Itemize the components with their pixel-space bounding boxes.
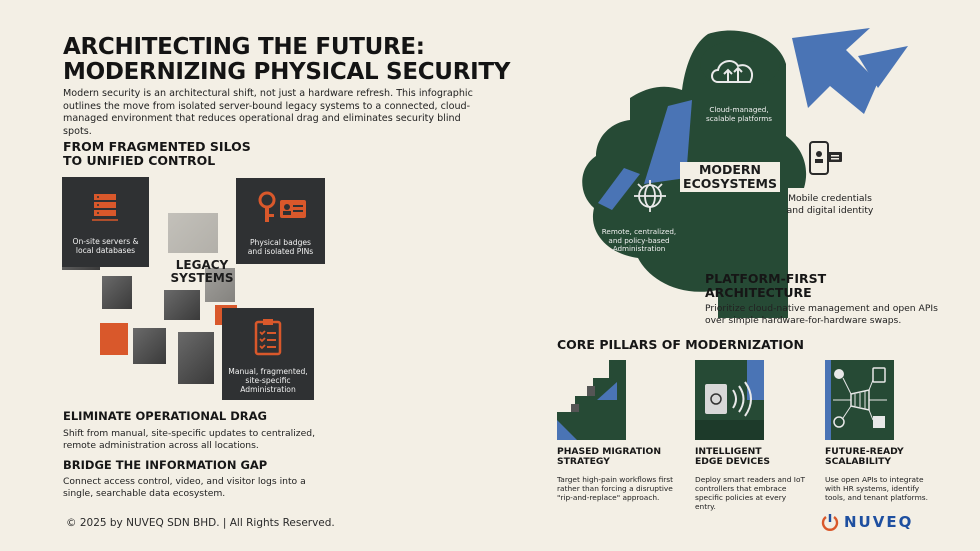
gap-text: Connect access control, video, and visit… [63, 476, 306, 499]
intro-text: Modern security is an architectural shif… [63, 88, 473, 137]
tile-line: On-site servers & [72, 237, 139, 246]
modern-label-line-1: MODERN [698, 162, 762, 177]
platform-heading-line-1: PLATFORM-FIRST [705, 271, 827, 286]
orange-fragment [100, 323, 128, 355]
remote-caption: Remote, centralized, and policy-based Ad… [596, 227, 682, 254]
legacy-label-line-2: SYSTEMS [170, 271, 234, 285]
tile-line: local databases [75, 246, 136, 255]
phased-migration-image [557, 360, 626, 440]
blue-chevron-shape [792, 28, 878, 114]
copyright-text: © 2025 by NUVEQ SDN BHD. | All Rights Re… [66, 517, 335, 529]
fragment-tile [164, 290, 200, 320]
power-logo-icon [821, 514, 839, 531]
fragment-tile [102, 276, 132, 309]
pillar-title-line: INTELLIGENT [695, 446, 762, 457]
platform-heading-line-2: ARCHITECTURE [705, 285, 812, 300]
modern-label-line-2: ECOSYSTEMS [683, 176, 777, 191]
pillar-title: PHASED MIGRATION STRATEGY [557, 447, 661, 467]
legacy-tile-badges: Physical badges and isolated PINs [236, 178, 325, 264]
mobile-credential-icon [809, 141, 842, 175]
legacy-heading-line-1: FROM FRAGMENTED SILOS [63, 139, 251, 154]
gap-heading: BRIDGE THE INFORMATION GAP [63, 458, 268, 472]
blue-band-shape [598, 168, 640, 210]
modern-label: MODERN ECOSYSTEMS [680, 162, 780, 192]
blue-chevron-shape [858, 46, 908, 88]
cloud-upload-icon [711, 60, 754, 83]
scalability-image [825, 360, 894, 440]
pillar-title-line: EDGE DEVICES [695, 456, 770, 467]
cloud-caption-line: scalable platforms [705, 113, 773, 123]
api-integration-icon [825, 360, 894, 440]
legacy-heading: FROM FRAGMENTED SILOS TO UNIFIED CONTROL [63, 140, 251, 168]
tile-line: Physical badges [249, 238, 312, 247]
drag-heading: ELIMINATE OPERATIONAL DRAG [63, 409, 267, 423]
pillars-heading: CORE PILLARS OF MODERNIZATION [557, 337, 804, 352]
server-stack-icon [92, 194, 118, 221]
platform-heading: PLATFORM-FIRST ARCHITECTURE [705, 272, 826, 300]
mobile-caption: Mobile credentials and digital identity [780, 193, 880, 216]
pillar-title: INTELLIGENT EDGE DEVICES [695, 447, 770, 467]
edge-devices-image [695, 360, 764, 440]
pillar-title-line: SCALABILITY [825, 456, 892, 467]
legacy-label: LEGACY SYSTEMS [162, 259, 242, 285]
legacy-tile-admin: Manual, fragmented, site-specific Admini… [222, 308, 314, 400]
mobile-caption-line: and digital identity [786, 204, 874, 216]
clipboard-checklist-icon [254, 319, 282, 356]
cloud-caption-line: Cloud-managed, [709, 105, 769, 114]
fragment-tile [133, 328, 166, 364]
pillar-text: Use open APIs to integrate with HR syste… [825, 475, 928, 502]
staircase-icon [557, 360, 626, 440]
smart-reader-icon [695, 360, 764, 440]
mobile-caption-line: Mobile credentials [788, 193, 872, 204]
fragment-tile [178, 332, 214, 384]
globe-network-icon [634, 180, 666, 212]
tile-line: Administration [240, 385, 296, 394]
cloud-caption: Cloud-managed, scalable platforms [694, 105, 784, 123]
pillar-text: Deploy smart readers and IoT controllers… [695, 475, 805, 511]
nuveq-logo: NUVEQ [820, 512, 913, 532]
pillar-title-line: FUTURE-READY [825, 446, 904, 457]
drag-text: Shift from manual, site-specific updates… [63, 428, 315, 451]
key-badge-icon [258, 191, 306, 222]
pillar-text: Target high-pain workflows first rather … [557, 475, 674, 502]
legacy-label-line-1: LEGACY [175, 258, 229, 272]
legacy-heading-line-2: TO UNIFIED CONTROL [63, 153, 216, 168]
tile-line: site-specific [245, 376, 291, 385]
tile-line: Manual, fragmented, [228, 367, 308, 376]
pillar-title-line: STRATEGY [557, 456, 610, 467]
remote-caption-line: Remote, centralized, [601, 227, 677, 236]
remote-caption-line: Administration [612, 244, 666, 253]
fragment-tile [205, 268, 235, 302]
brand-name: NUVEQ [844, 513, 914, 531]
title-line-2: MODERNIZING PHYSICAL SECURITY [63, 59, 511, 85]
pillar-title: FUTURE-READY SCALABILITY [825, 447, 904, 467]
remote-caption-line: and policy-based [608, 235, 670, 245]
pillar-title-line: PHASED MIGRATION [557, 446, 662, 457]
fragment-tile [168, 213, 218, 253]
title-line-1: ARCHITECTING THE FUTURE: [63, 34, 425, 60]
legacy-tile-servers: On-site servers & local databases [62, 177, 149, 267]
platform-text: Prioritize cloud-native management and o… [705, 303, 938, 326]
page-title: ARCHITECTING THE FUTURE: MODERNIZING PHY… [63, 35, 523, 85]
tile-line: and isolated PINs [247, 247, 314, 256]
